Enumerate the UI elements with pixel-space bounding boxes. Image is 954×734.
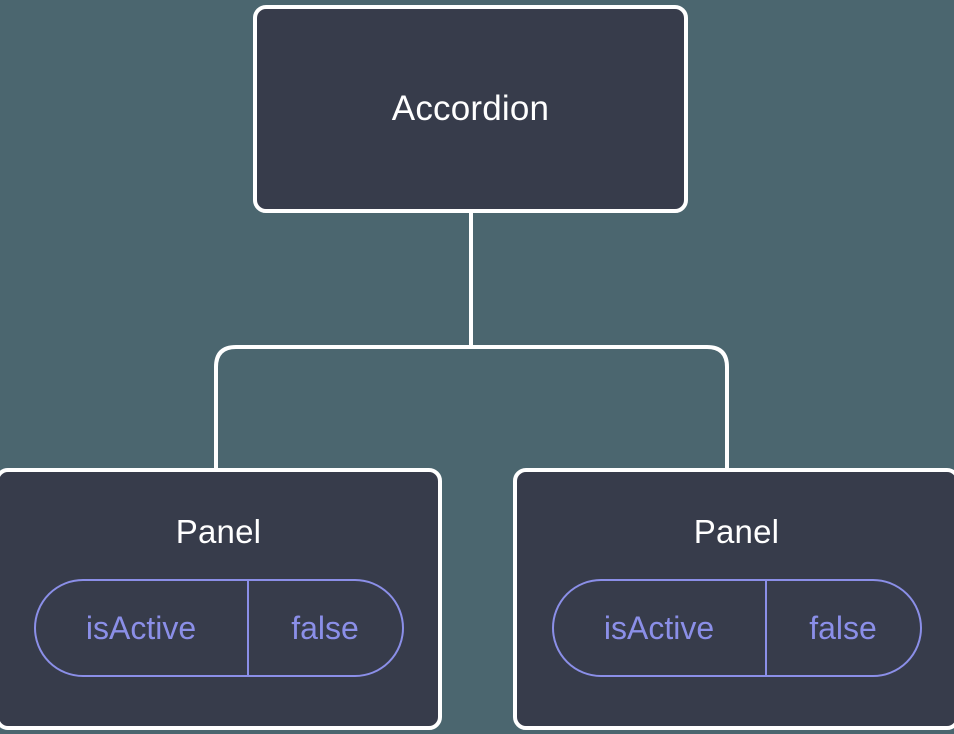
node-accordion-label: Accordion [391,88,550,128]
node-panel-left-label: Panel [175,513,262,550]
state-badge-value: false [809,609,877,646]
state-badge-panel-right[interactable]: isActive false [551,579,922,678]
node-accordion[interactable]: Accordion [253,5,688,213]
edge-to-panel-left [214,345,471,472]
state-badge-key: isActive [554,581,767,676]
node-panel-left[interactable]: Panel isActive false [0,468,442,730]
state-badge-key: isActive [36,581,249,676]
state-badge-value: false [291,609,359,646]
node-panel-right-label: Panel [693,513,780,550]
state-badge-panel-left[interactable]: isActive false [33,579,404,678]
node-panel-right[interactable]: Panel isActive false [513,468,954,730]
edge-to-panel-right [471,345,729,472]
